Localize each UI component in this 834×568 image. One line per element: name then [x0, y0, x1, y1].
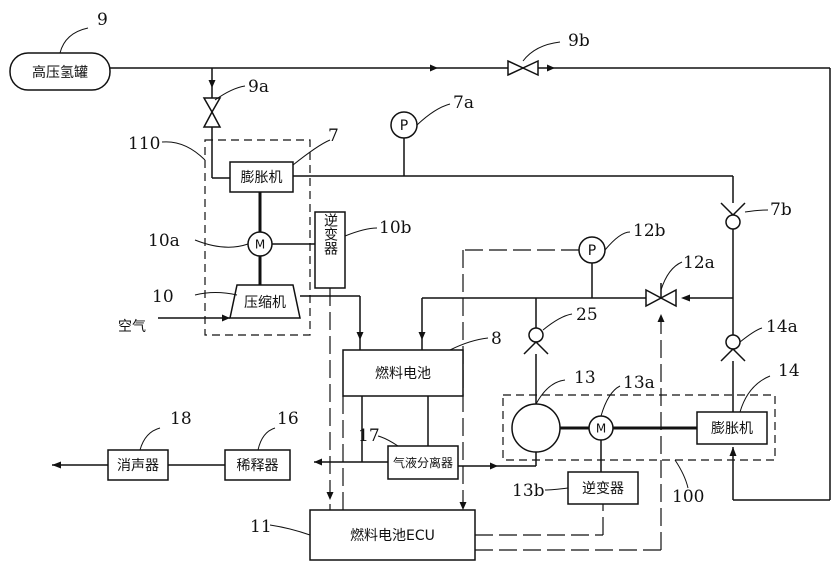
svg-text:14a: 14a: [766, 317, 798, 337]
inverter-top-label: 逆变器: [322, 213, 338, 255]
muffler-label: 消声器: [117, 458, 159, 474]
svg-text:110: 110: [128, 134, 160, 154]
motor-bottom-label: M: [596, 422, 606, 436]
svg-text:9: 9: [97, 10, 108, 30]
pressure-sensor-12b: P: [579, 237, 605, 298]
svg-text:12b: 12b: [633, 221, 666, 241]
inverter-bottom-label: 逆变器: [582, 481, 624, 497]
svg-text:9b: 9b: [568, 31, 590, 51]
svg-text:7b: 7b: [770, 200, 792, 220]
diluter-label: 稀释器: [237, 458, 279, 474]
svg-text:17: 17: [358, 426, 380, 446]
expander-top-label: 膨胀机: [241, 169, 283, 186]
svg-text:10: 10: [152, 287, 174, 307]
motor-top-label: M: [255, 238, 265, 252]
fuel-cell-label: 燃料电池: [375, 365, 431, 382]
expander-bottom-label: 膨胀机: [711, 420, 753, 437]
high-pressure-tank-label: 高压氢罐: [32, 64, 88, 81]
svg-text:18: 18: [170, 409, 192, 429]
branch-to-expander-top: [204, 68, 230, 178]
svg-text:13b: 13b: [512, 481, 545, 501]
svg-text:13: 13: [574, 368, 596, 388]
svg-text:14: 14: [778, 361, 800, 381]
svg-text:25: 25: [576, 305, 598, 325]
svg-text:10a: 10a: [148, 231, 180, 251]
check-valve-25: [524, 298, 548, 405]
svg-text:100: 100: [672, 487, 704, 507]
svg-text:P: P: [588, 243, 596, 259]
svg-text:16: 16: [277, 409, 299, 429]
circulation-pump: [512, 404, 560, 452]
check-valve-7b: [721, 203, 745, 335]
fuel-cell-ecu-label: 燃料电池ECU: [350, 527, 435, 544]
svg-text:10b: 10b: [379, 218, 412, 238]
svg-text:9a: 9a: [248, 77, 269, 97]
check-valve-14a: [721, 335, 745, 412]
svg-text:8: 8: [491, 329, 502, 349]
svg-text:12a: 12a: [683, 253, 715, 273]
valve-9b: [508, 61, 555, 75]
air-label: 空气: [118, 319, 146, 335]
svg-text:7a: 7a: [453, 93, 474, 113]
svg-text:11: 11: [250, 517, 272, 537]
svg-text:7: 7: [328, 126, 339, 146]
pressure-sensor-7a: P: [391, 112, 417, 176]
svg-text:13a: 13a: [623, 373, 655, 393]
gas-liquid-separator-label: 气液分离器: [393, 455, 453, 470]
svg-text:P: P: [400, 118, 408, 134]
compressor-label: 压缩机: [244, 295, 286, 311]
